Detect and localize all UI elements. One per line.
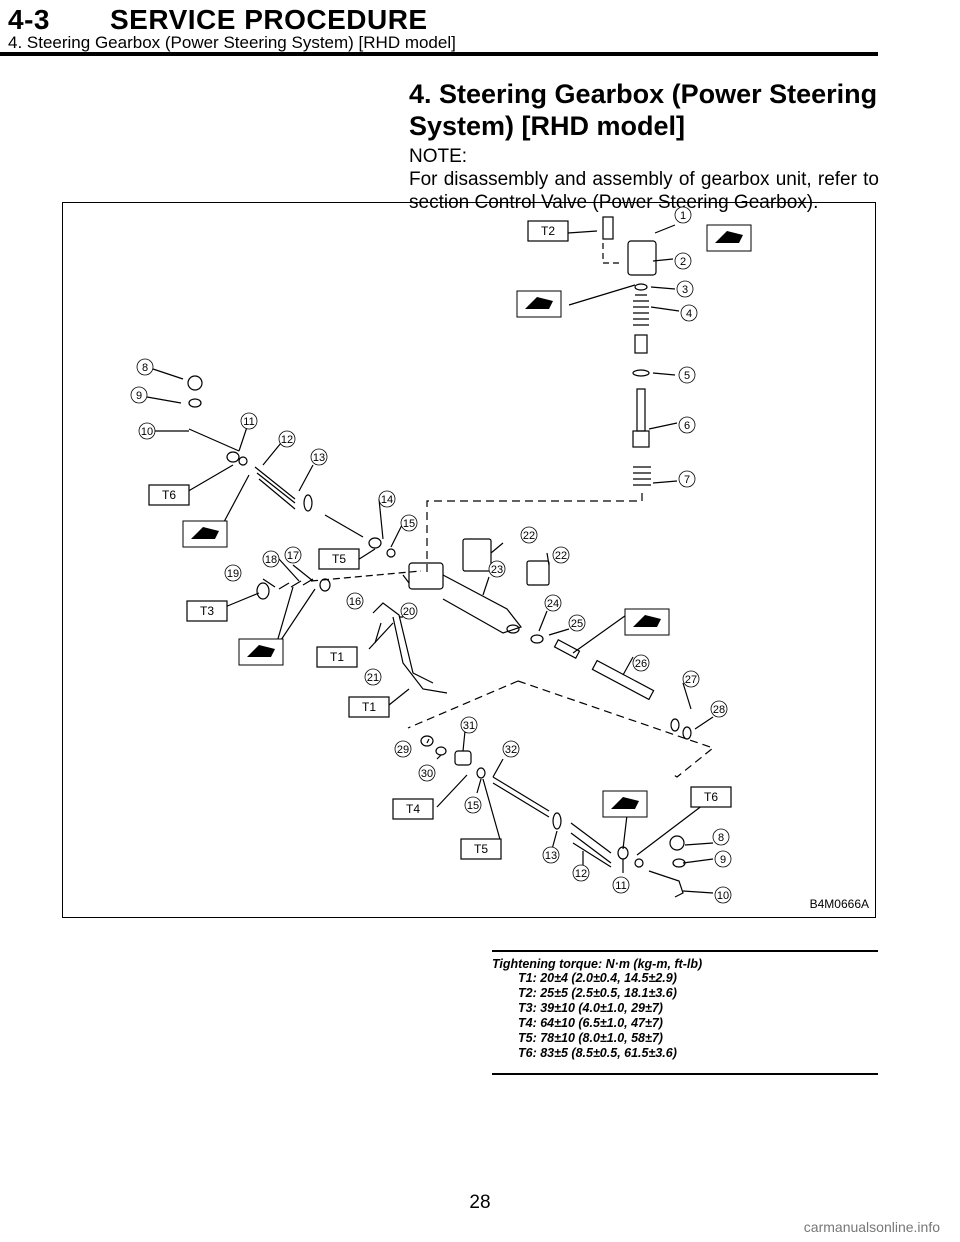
callout-10-right: 10	[717, 890, 729, 902]
tag-t5-upper: T5	[332, 552, 346, 566]
tag-t6-left: T6	[162, 488, 176, 502]
header-code: 4-3	[8, 4, 50, 35]
callout-6: 6	[684, 420, 690, 432]
callout-4: 4	[686, 308, 692, 320]
callout-28: 28	[713, 704, 725, 716]
exploded-diagram: T2 T6 T5 T3 T1 T1 T4 T5 T6 1	[62, 202, 876, 918]
header-rule	[0, 52, 878, 56]
callout-31: 31	[463, 720, 475, 732]
torque-item-t6: T6: 83±5 (8.5±0.5, 61.5±3.6)	[518, 1046, 677, 1060]
tag-t2: T2	[541, 224, 555, 238]
callout-18: 18	[265, 554, 277, 566]
section-title: 4. Steering Gearbox (Power Steering Syst…	[409, 79, 878, 141]
callout-10-left: 10	[141, 426, 153, 438]
callout-30: 30	[421, 768, 433, 780]
callout-12-right: 12	[575, 868, 587, 880]
callout-12-left: 12	[281, 434, 293, 446]
callout-5: 5	[684, 370, 690, 382]
callout-8-right: 8	[718, 832, 724, 844]
callout-26: 26	[635, 658, 647, 670]
callout-17: 17	[287, 550, 299, 562]
callout-11-left: 11	[243, 416, 254, 428]
callout-9-left: 9	[136, 390, 142, 402]
callout-23: 23	[491, 564, 503, 576]
callout-25: 25	[571, 618, 583, 630]
header-subtitle: 4. Steering Gearbox (Power Steering Syst…	[8, 33, 456, 52]
callout-29: 29	[397, 744, 409, 756]
callout-22-lower: 22	[555, 550, 567, 562]
page-number: 28	[469, 1192, 491, 1213]
callout-7: 7	[684, 474, 690, 486]
header-title: SERVICE PROCEDURE	[110, 4, 428, 35]
torque-table: Tightening torque: N·m (kg-m, ft-lb) T1:…	[492, 950, 878, 1075]
callout-9-right: 9	[720, 854, 726, 866]
torque-item-t5: T5: 78±10 (8.0±1.0, 58±7)	[518, 1031, 663, 1045]
torque-item-t3: T3: 39±10 (4.0±1.0, 29±7)	[518, 1001, 663, 1015]
watermark: carmanualsonline.info	[803, 1219, 940, 1235]
tag-t4: T4	[406, 802, 420, 816]
callout-11-right: 11	[615, 880, 626, 892]
tag-t5-lower: T5	[474, 842, 488, 856]
tag-t1-lower: T1	[362, 700, 376, 714]
torque-top-rule	[492, 950, 878, 952]
torque-item-t4: T4: 64±10 (6.5±1.0, 47±7)	[518, 1016, 663, 1030]
callout-24: 24	[547, 598, 559, 610]
callout-15-upper: 15	[403, 518, 415, 530]
callout-1: 1	[680, 210, 686, 222]
callout-16: 16	[349, 596, 361, 608]
grease-icon	[182, 224, 752, 818]
tag-t6-right: T6	[704, 790, 718, 804]
figure-id: B4M0666A	[809, 897, 869, 911]
callout-14: 14	[381, 494, 393, 506]
callout-8-left: 8	[142, 362, 148, 374]
callout-21: 21	[367, 672, 379, 684]
callout-27: 27	[685, 674, 697, 686]
torque-bottom-rule	[492, 1073, 878, 1075]
callout-3: 3	[682, 284, 688, 296]
callout-2: 2	[680, 256, 686, 268]
tag-t1-upper: T1	[330, 650, 344, 664]
torque-item-t2: T2: 25±5 (2.5±0.5, 18.1±3.6)	[518, 986, 677, 1000]
callout-32: 32	[505, 744, 517, 756]
callout-13-lower: 13	[545, 850, 557, 862]
note-label: NOTE:	[409, 146, 468, 167]
torque-item-t1: T1: 20±4 (2.0±0.4, 14.5±2.9)	[518, 971, 677, 985]
callout-13-upper: 13	[313, 452, 325, 464]
diagram-canvas: T2 T6 T5 T3 T1 T1 T4 T5 T6 1	[130, 206, 752, 904]
callout-15-lower: 15	[467, 800, 479, 812]
callout-19: 19	[227, 568, 239, 580]
callout-20: 20	[403, 606, 415, 618]
tag-t3: T3	[200, 604, 214, 618]
torque-heading: Tightening torque: N·m (kg-m, ft-lb)	[492, 957, 703, 971]
callout-22-upper: 22	[523, 530, 535, 542]
